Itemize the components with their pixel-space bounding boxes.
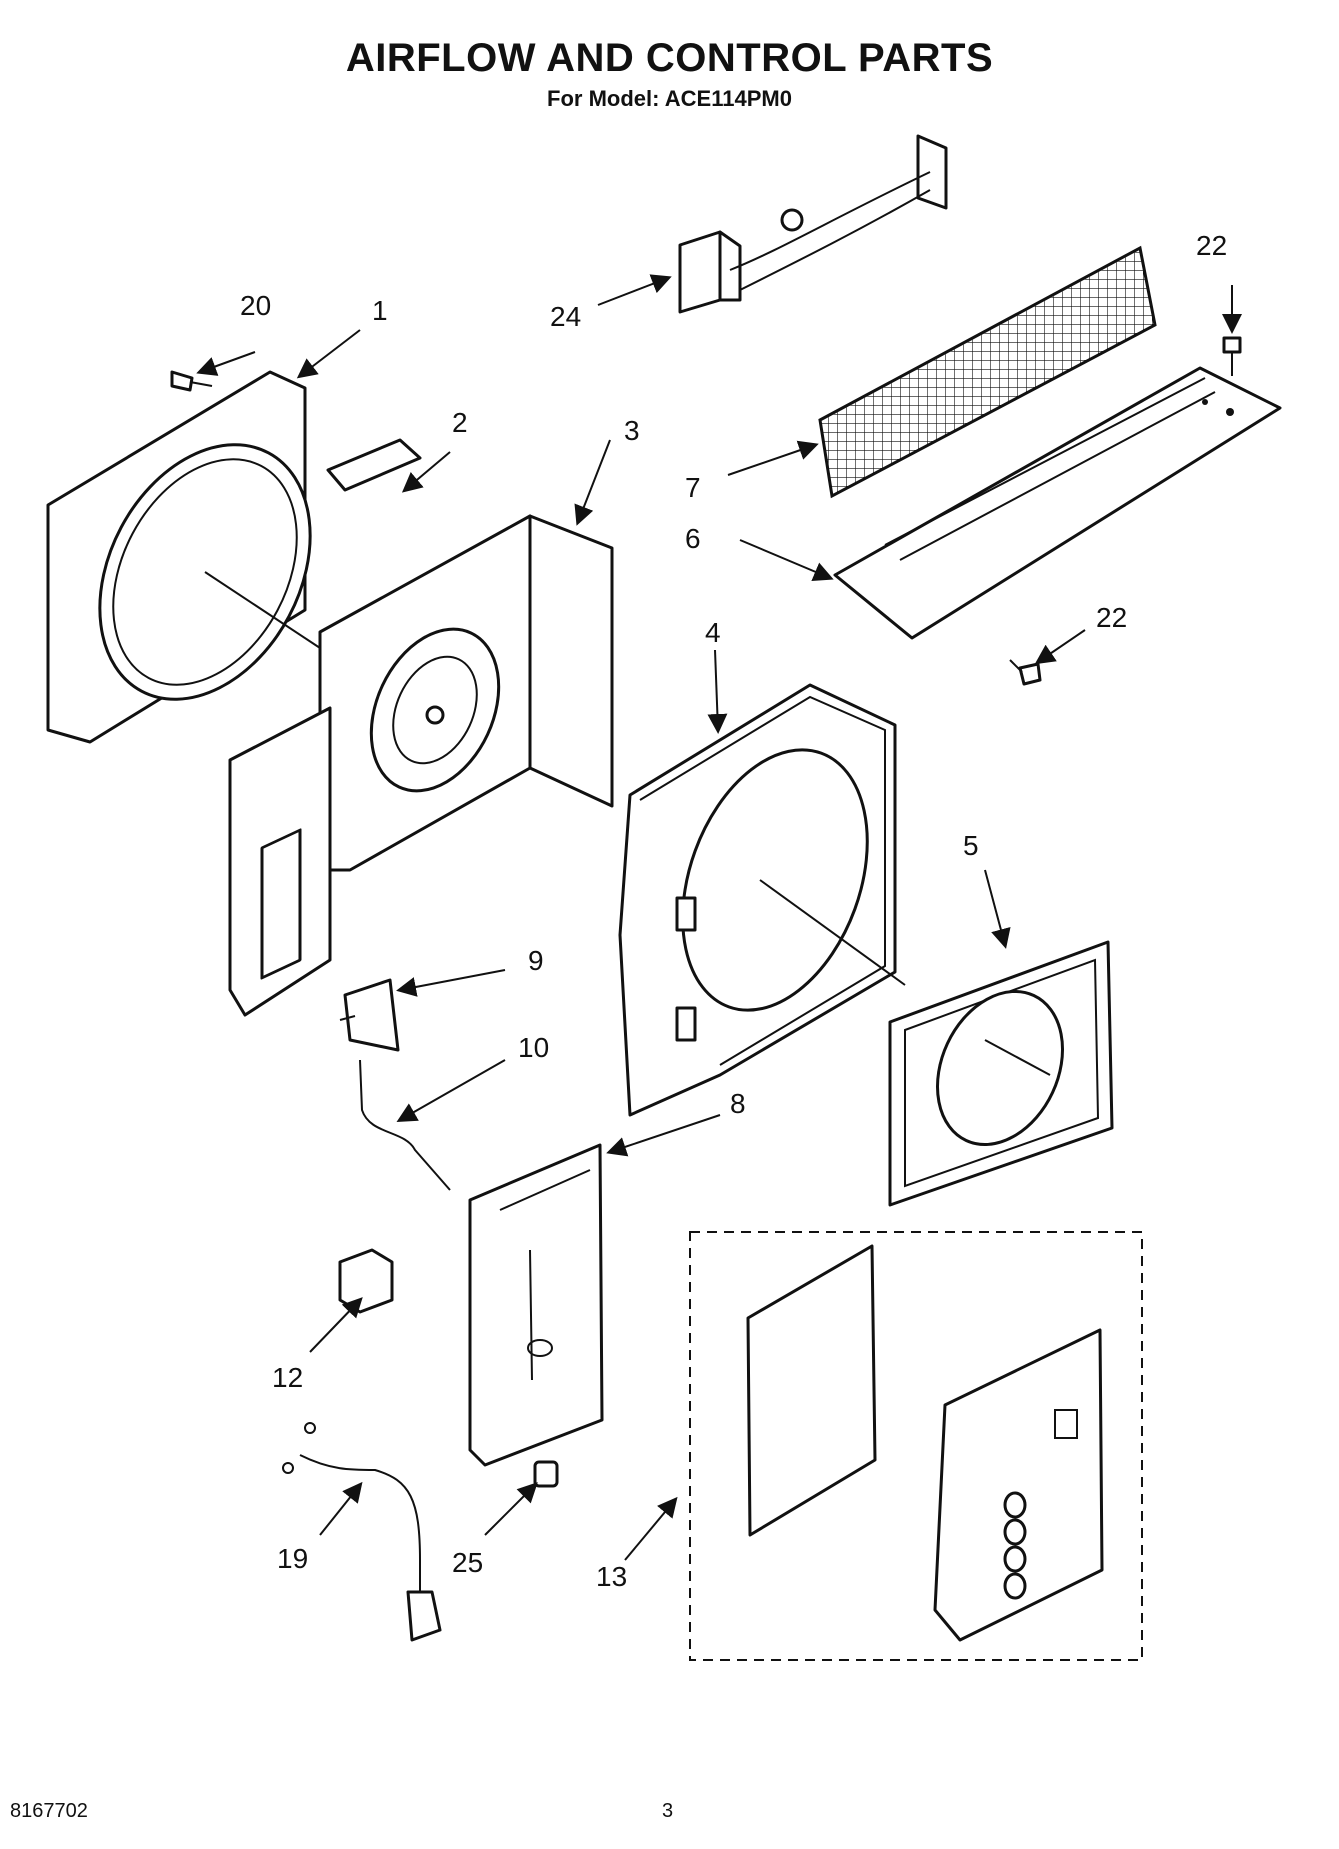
orifice-panel bbox=[318, 514, 614, 872]
leader-lines bbox=[196, 274, 1242, 1561]
grommet bbox=[533, 1460, 559, 1488]
callout-6: 6 bbox=[685, 523, 701, 554]
model-subtitle: For Model: ACE114PM0 bbox=[547, 86, 792, 111]
electronic-control-kit bbox=[689, 1231, 1143, 1661]
thermostat-sensor bbox=[359, 1059, 451, 1191]
callout-9: 9 bbox=[528, 945, 544, 976]
bracket bbox=[326, 438, 422, 492]
control-bracket bbox=[228, 706, 332, 1017]
air-filter bbox=[818, 245, 1157, 499]
damper-part bbox=[339, 978, 400, 1052]
screw-icon bbox=[1009, 659, 1042, 686]
callout-5: 5 bbox=[963, 830, 979, 861]
filter-rail bbox=[833, 366, 1282, 640]
callout-8: 8 bbox=[730, 1088, 746, 1119]
callout-2: 2 bbox=[452, 407, 468, 438]
control-box bbox=[468, 1143, 604, 1467]
page-title: AIRFLOW AND CONTROL PARTS bbox=[345, 36, 994, 80]
callout-3: 3 bbox=[624, 415, 640, 446]
callout-25: 25 bbox=[452, 1547, 483, 1578]
callout-13: 13 bbox=[596, 1561, 627, 1592]
callout-22-top: 22 bbox=[1196, 230, 1227, 261]
callout-22-bottom: 22 bbox=[1096, 602, 1127, 633]
heater-assembly bbox=[678, 134, 948, 314]
callout-7: 7 bbox=[685, 472, 701, 503]
callout-24: 24 bbox=[550, 301, 581, 332]
callout-4: 4 bbox=[705, 617, 721, 648]
callout-1: 1 bbox=[372, 295, 388, 326]
front-frame bbox=[888, 940, 1114, 1207]
callout-20: 20 bbox=[240, 290, 271, 321]
capacitor bbox=[338, 1248, 394, 1314]
screw-icon bbox=[170, 370, 213, 392]
callout-10: 10 bbox=[518, 1032, 549, 1063]
document-number: 8167702 bbox=[10, 1800, 88, 1822]
fan-shroud bbox=[46, 370, 321, 744]
blower-scroll bbox=[618, 683, 906, 1117]
callout-12: 12 bbox=[272, 1362, 303, 1393]
power-cord bbox=[282, 1422, 442, 1642]
callout-19: 19 bbox=[277, 1543, 308, 1574]
screw-icon bbox=[1222, 336, 1242, 376]
page-number: 3 bbox=[662, 1800, 674, 1822]
